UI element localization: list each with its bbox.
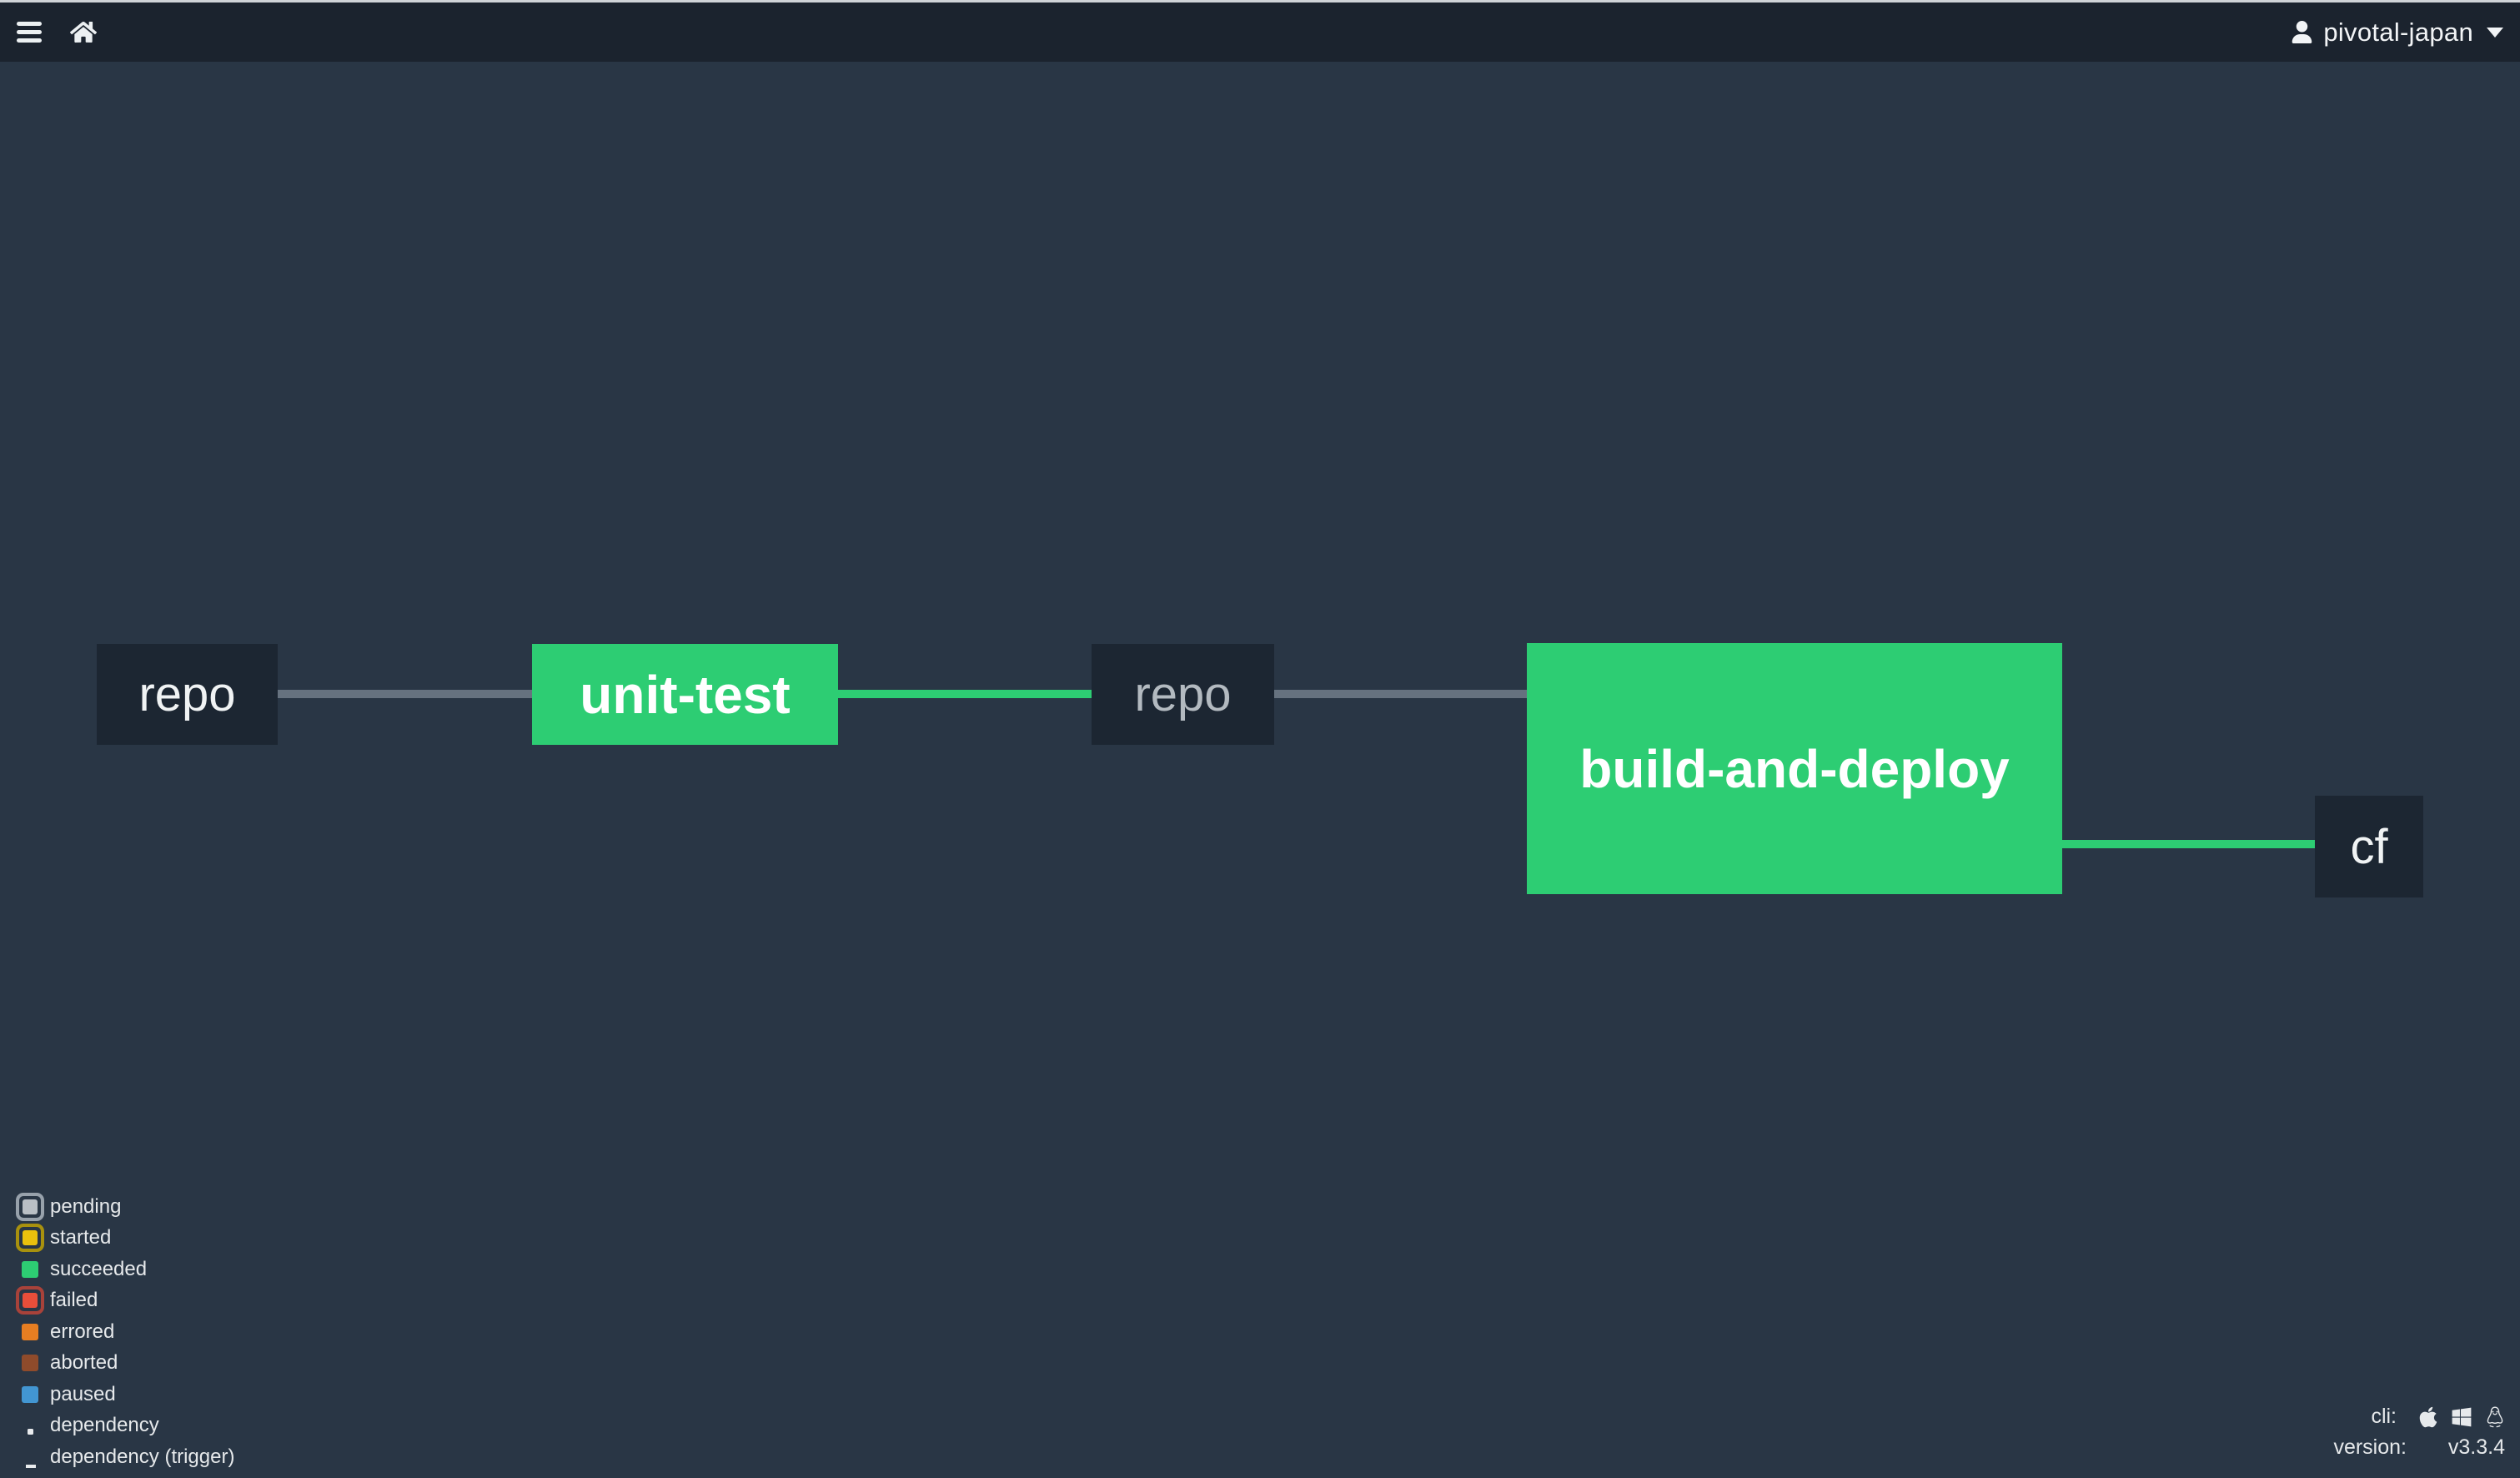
topbar: pivotal-japan [0, 3, 2520, 62]
failed-swatch-icon [16, 1286, 44, 1315]
connection-line [1274, 690, 1527, 698]
legend-item-aborted: aborted [13, 1348, 234, 1380]
legend-item-paused: paused [13, 1379, 234, 1410]
resource-node-cf[interactable]: cf [2315, 796, 2423, 897]
version-row: version: v3.3.4 [2333, 1432, 2505, 1463]
cli-label: cli: [2371, 1405, 2397, 1428]
legend-label: pending [50, 1194, 122, 1218]
topbar-left-group [17, 20, 97, 44]
job-label: build-and-deploy [1579, 738, 2010, 799]
footer-info: cli: version: [2333, 1401, 2505, 1463]
legend-label: paused [50, 1382, 116, 1405]
pending-swatch-icon [16, 1192, 44, 1221]
team-name: pivotal-japan [2323, 17, 2473, 47]
legend-label: dependency [50, 1414, 159, 1437]
job-node-build-and-deploy[interactable]: build-and-deploy [1527, 643, 2062, 894]
cli-downloads [2418, 1405, 2505, 1429]
version-label: version: [2333, 1435, 2407, 1459]
legend-item-dependency: dependency [13, 1410, 234, 1442]
started-swatch-icon [16, 1224, 44, 1253]
windows-icon[interactable] [2451, 1406, 2472, 1428]
hamburger-menu-icon[interactable] [17, 22, 42, 43]
legend-item-dependency-trigger: dependency (trigger) [13, 1441, 234, 1473]
legend-label: failed [50, 1289, 98, 1312]
connection-line [278, 690, 532, 698]
legend-label: started [50, 1226, 112, 1249]
legend-item-errored: errored [13, 1316, 234, 1348]
legend-label: succeeded [50, 1257, 148, 1280]
status-legend: pending started succeeded failed errored… [13, 1191, 234, 1473]
cli-row: cli: [2333, 1401, 2505, 1432]
dependency-trigger-dash-icon [26, 1464, 36, 1468]
resource-label: repo [1134, 667, 1232, 721]
legend-label: aborted [50, 1351, 118, 1375]
resource-node-repo[interactable]: repo [1092, 644, 1274, 745]
window-top-edge [0, 0, 2520, 3]
user-menu[interactable]: pivotal-japan [2291, 18, 2503, 48]
dependency-dot-icon [28, 1428, 33, 1435]
home-icon[interactable] [70, 20, 97, 44]
job-node-unit-test[interactable]: unit-test [532, 644, 838, 745]
aborted-swatch-icon [22, 1355, 38, 1372]
version-value: v3.3.4 [2447, 1435, 2505, 1459]
legend-label: errored [50, 1320, 115, 1343]
job-label: unit-test [580, 664, 791, 725]
legend-item-failed: failed [13, 1285, 234, 1317]
resource-label: repo [138, 667, 236, 721]
connection-line [838, 690, 1092, 698]
connection-line [2062, 840, 2315, 848]
succeeded-swatch-icon [22, 1260, 38, 1278]
linux-icon[interactable] [2485, 1405, 2505, 1429]
errored-swatch-icon [22, 1323, 38, 1340]
paused-swatch-icon [22, 1385, 38, 1403]
user-icon [2291, 21, 2313, 43]
resource-node-repo[interactable]: repo [97, 644, 278, 745]
legend-label: dependency (trigger) [50, 1445, 235, 1468]
legend-item-succeeded: succeeded [13, 1254, 234, 1285]
caret-down-icon [2487, 27, 2503, 38]
resource-label: cf [2350, 819, 2388, 874]
legend-item-pending: pending [13, 1191, 234, 1223]
legend-item-started: started [13, 1223, 234, 1254]
apple-icon[interactable] [2418, 1405, 2438, 1429]
